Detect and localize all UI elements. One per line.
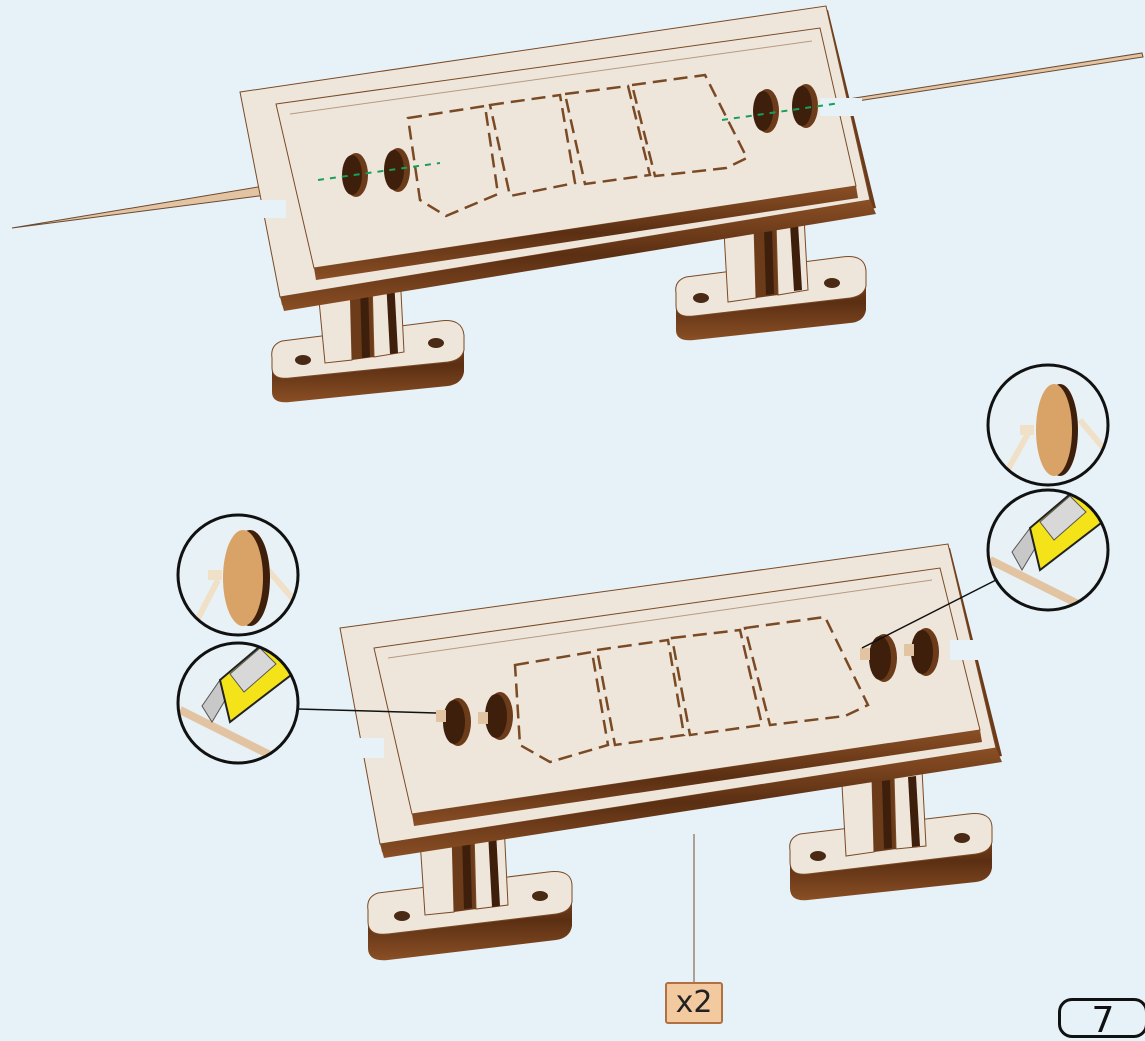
utility-knife-icon xyxy=(986,488,1110,612)
pulleys-top xyxy=(317,84,841,197)
quantity-badge: x2 xyxy=(665,982,723,1024)
cutout-windows-bottom xyxy=(513,615,870,764)
top-assembly xyxy=(11,5,1144,403)
detail-pulley-right xyxy=(986,363,1110,487)
skewer-right xyxy=(840,52,1144,104)
page-number: 7 xyxy=(1058,998,1145,1041)
foot-right xyxy=(675,216,867,341)
foot-left-bottom xyxy=(367,823,573,961)
leader-line-left xyxy=(297,708,437,714)
detail-pulley-left xyxy=(176,513,300,637)
leader-line-right xyxy=(861,579,997,649)
utility-knife-icon-left xyxy=(176,641,300,765)
bottom-assembly xyxy=(297,543,1002,982)
pulleys-bottom xyxy=(436,628,939,746)
cutout-windows xyxy=(406,73,749,218)
foot-right-bottom xyxy=(789,769,993,901)
